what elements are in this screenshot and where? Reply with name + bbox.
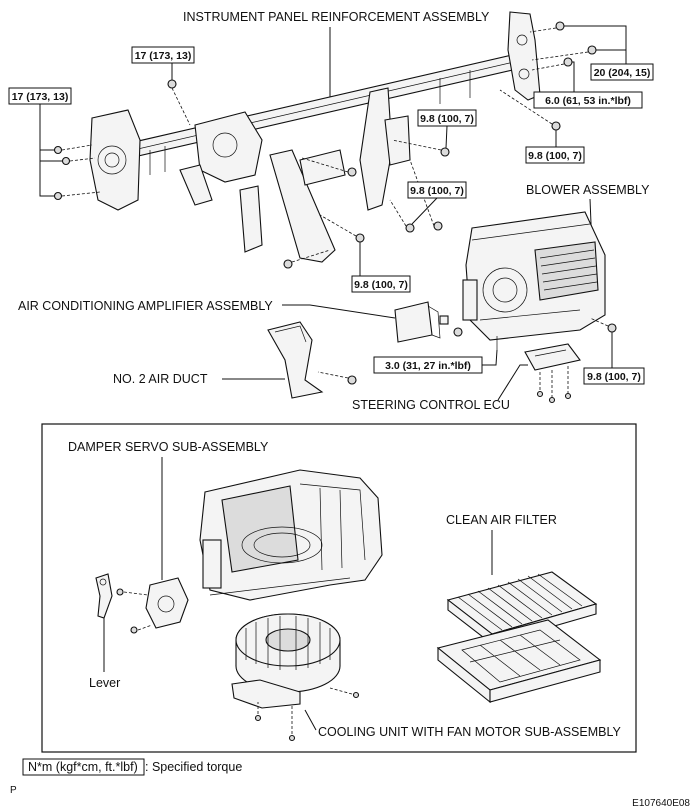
torque-17-top: 17 (173, 13) bbox=[135, 50, 192, 62]
label-ac-amplifier: AIR CONDITIONING AMPLIFIER ASSEMBLY bbox=[18, 299, 273, 313]
label-no2-air-duct: NO. 2 AIR DUCT bbox=[113, 372, 208, 386]
detail-box bbox=[41, 423, 637, 753]
leader-6 bbox=[572, 61, 575, 92]
torque-3: 3.0 (31, 27 in.*lbf) bbox=[385, 360, 471, 372]
label-clean-air-filter: CLEAN AIR FILTER bbox=[446, 513, 557, 527]
leader-98-c bbox=[411, 197, 438, 225]
label-blower-assembly: BLOWER ASSEMBLY bbox=[526, 183, 650, 197]
ac-amplifier-part bbox=[394, 301, 449, 343]
legend-unit: N*m (kgf*cm, ft.*lbf) bbox=[28, 760, 138, 774]
bolt-group-panel bbox=[53, 21, 597, 269]
legend-text: : Specified torque bbox=[145, 760, 242, 774]
damper-screws bbox=[116, 588, 153, 634]
ac-amp-screw bbox=[453, 327, 463, 337]
torque-box-98-b bbox=[525, 146, 585, 164]
torque-box-17-top bbox=[131, 46, 195, 64]
ecu-screws bbox=[536, 366, 572, 404]
figure-id: E107640E08 bbox=[632, 798, 690, 809]
filter-cover-part bbox=[436, 619, 602, 704]
blower-assembly-part bbox=[462, 211, 606, 341]
fan-motor-part bbox=[231, 613, 341, 709]
leader-cooling-unit bbox=[304, 709, 317, 731]
blower-nut bbox=[607, 323, 617, 333]
label-cooling-unit: COOLING UNIT WITH FAN MOTOR SUB-ASSEMBLY bbox=[318, 725, 621, 739]
torque-box-20 bbox=[590, 63, 654, 81]
leader-17-left bbox=[39, 104, 62, 197]
damper-servo-part bbox=[145, 577, 189, 629]
torque-box-6 bbox=[533, 91, 643, 109]
torque-20: 20 (204, 15) bbox=[594, 67, 651, 79]
label-lever: Lever bbox=[89, 676, 120, 690]
label-instrument-panel: INSTRUMENT PANEL REINFORCEMENT ASSEMBLY bbox=[183, 10, 490, 24]
lever-part bbox=[95, 573, 113, 619]
blower-case-part bbox=[199, 469, 383, 601]
leader-3 bbox=[482, 349, 498, 366]
label-steering-ecu: STEERING CONTROL ECU bbox=[352, 398, 510, 412]
no2-air-duct-part bbox=[267, 321, 324, 399]
torque-98-e: 9.8 (100, 7) bbox=[587, 371, 641, 383]
steering-ecu-part bbox=[524, 343, 581, 371]
torque-98-d: 9.8 (100, 7) bbox=[354, 279, 408, 291]
duct-screw bbox=[347, 375, 357, 385]
instrument-panel-reinforcement bbox=[89, 11, 541, 263]
torque-98-a: 9.8 (100, 7) bbox=[420, 113, 474, 125]
torque-box-98-d bbox=[351, 275, 411, 293]
leader-steering-ecu bbox=[497, 364, 528, 401]
leader-98-a bbox=[445, 125, 448, 149]
leader-ac-amplifier bbox=[282, 304, 396, 319]
torque-6: 6.0 (61, 53 in.*lbf) bbox=[545, 95, 631, 107]
legend-unit-box bbox=[22, 758, 145, 776]
leader-20 bbox=[564, 25, 627, 64]
torque-98-b: 9.8 (100, 7) bbox=[528, 150, 582, 162]
footer-code: P bbox=[10, 785, 17, 796]
torque-98-c: 9.8 (100, 7) bbox=[410, 185, 464, 197]
label-damper-servo: DAMPER SERVO SUB-ASSEMBLY bbox=[68, 440, 269, 454]
torque-box-98-e bbox=[583, 367, 645, 385]
torque-17-left: 17 (173, 13) bbox=[12, 91, 69, 103]
fan-screws bbox=[254, 687, 360, 742]
dashed-guides-panel bbox=[61, 27, 589, 263]
